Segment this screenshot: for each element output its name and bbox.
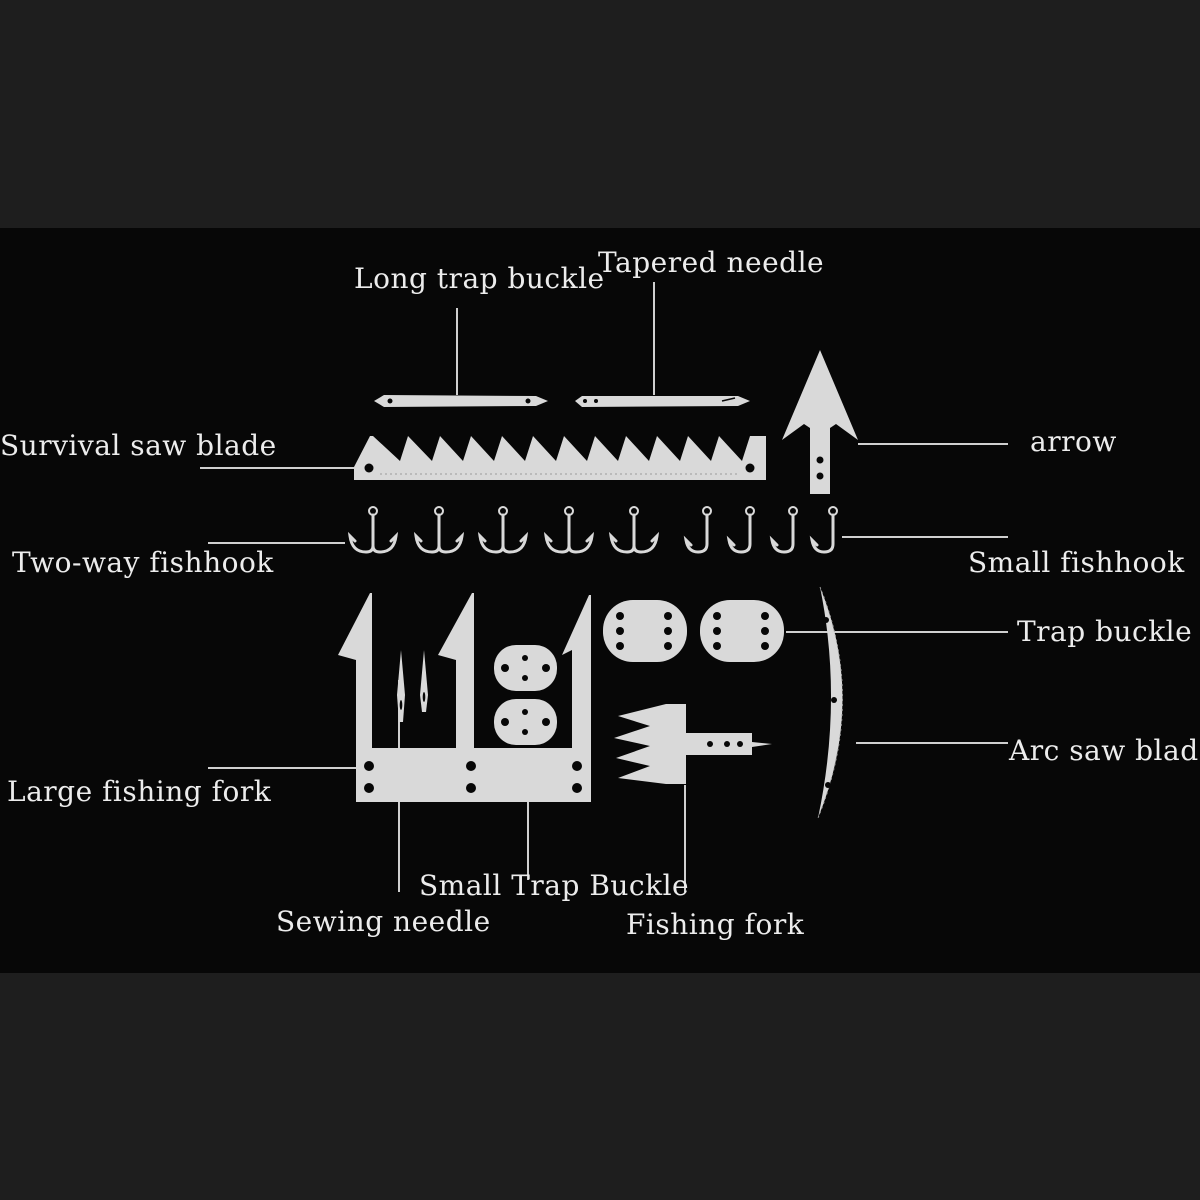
large-fishing-fork-icon xyxy=(338,593,591,802)
fishhook-icon xyxy=(683,506,712,554)
long-trap-buckle-icon xyxy=(374,395,548,407)
label-small-trap-buckle: Small Trap Buckle xyxy=(419,869,690,902)
dark-panel xyxy=(0,228,1200,973)
small-trap-buckle-icon xyxy=(494,645,557,691)
trap-buckle-icon xyxy=(700,600,784,662)
label-survival-saw-blade: Survival saw blade xyxy=(0,429,277,462)
label-large-fishing-fork: Large fishing fork xyxy=(7,775,272,808)
label-fishing-fork: Fishing fork xyxy=(626,908,805,941)
leader-lines xyxy=(200,282,1008,892)
fishhook-icon xyxy=(809,506,838,554)
arrowhead-icon xyxy=(782,350,858,494)
fishhook-icon xyxy=(769,506,798,554)
label-arc-saw-blade: Arc saw blade xyxy=(1009,734,1200,767)
arc-saw-blade-icon xyxy=(817,586,843,819)
fishing-fork-icon xyxy=(614,704,772,784)
label-sewing-needle: Sewing needle xyxy=(276,905,491,938)
saw-blade-icon xyxy=(354,436,766,480)
double-fishhook-icon xyxy=(477,506,529,554)
sewing-needle-icon xyxy=(420,650,428,712)
label-small-fishhook: Small fishhook xyxy=(968,546,1185,579)
double-fishhook-icon xyxy=(413,506,465,554)
double-fishhook-icon xyxy=(347,506,399,554)
label-two-way-fishhook: Two-way fishhook xyxy=(12,546,274,579)
tapered-needle-icon xyxy=(575,396,750,407)
sewing-needle-icon xyxy=(397,650,405,722)
small-trap-buckle-icon xyxy=(494,699,557,745)
label-trap-buckle: Trap buckle xyxy=(1017,615,1193,648)
double-fishhook-icon xyxy=(543,506,595,554)
double-fishhook-icon xyxy=(608,506,660,554)
fishhook-icon xyxy=(726,506,755,554)
label-arrow: arrow xyxy=(1030,425,1117,458)
trap-buckle-icon xyxy=(603,600,687,662)
label-long-trap-buckle: Long trap buckle xyxy=(354,262,605,295)
label-tapered-needle: Tapered needle xyxy=(598,246,825,279)
